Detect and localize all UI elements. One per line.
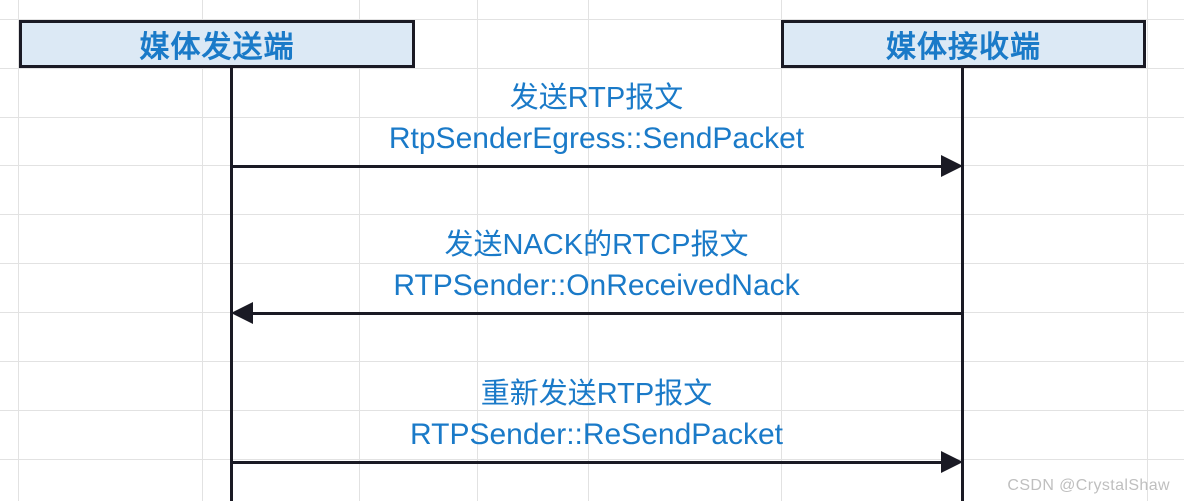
arrowhead-right-icon: [941, 155, 963, 177]
message-label-2-line2: RTPSender::OnReceivedNack: [393, 269, 800, 302]
participant-box-receiver[interactable]: 媒体接收端: [781, 20, 1146, 68]
message-label-3: 重新发送RTP报文 RTPSender::ReSendPacket: [231, 374, 962, 456]
message-label-1: 发送RTP报文 RtpSenderEgress::SendPacket: [231, 78, 962, 160]
grid-line-vertical: [18, 0, 19, 501]
participant-box-sender[interactable]: 媒体发送端: [19, 20, 415, 68]
message-arrow-1: [231, 165, 941, 168]
grid-line-horizontal: [0, 214, 1184, 215]
participant-label-receiver: 媒体接收端: [886, 31, 1041, 64]
lifeline-sender: [230, 68, 233, 501]
watermark: CSDN @CrystalShaw: [1007, 477, 1170, 494]
message-arrow-2: [252, 312, 962, 315]
message-label-1-line2: RtpSenderEgress::SendPacket: [388, 122, 805, 155]
message-label-2-line1: 发送NACK的RTCP报文: [444, 229, 749, 261]
message-label-2: 发送NACK的RTCP报文 RTPSender::OnReceivedNack: [231, 225, 962, 307]
grid-line-vertical: [1147, 0, 1148, 501]
grid-line-horizontal: [0, 68, 1184, 69]
participant-label-sender: 媒体发送端: [139, 31, 295, 64]
lifeline-receiver: [961, 68, 964, 501]
grid-line-horizontal: [0, 361, 1184, 362]
grid-line-horizontal: [0, 459, 1184, 460]
arrowhead-right-icon: [941, 451, 963, 473]
grid-line-vertical: [202, 0, 203, 501]
message-arrow-3: [231, 461, 941, 464]
arrowhead-left-icon: [231, 302, 253, 324]
message-label-3-line1: 重新发送RTP报文: [480, 378, 713, 410]
message-label-1-line1: 发送RTP报文: [509, 82, 684, 114]
message-label-3-line2: RTPSender::ReSendPacket: [410, 418, 783, 451]
